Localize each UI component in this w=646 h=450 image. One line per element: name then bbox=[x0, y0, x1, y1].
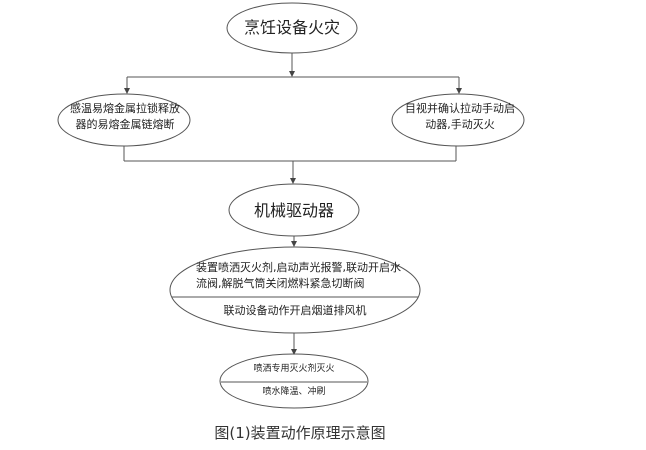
diagram-caption: 图(1)装置动作原理示意图 bbox=[214, 424, 386, 442]
action-ellipse bbox=[169, 246, 421, 334]
driver-node: 机械驱动器 bbox=[253, 201, 334, 220]
action-bottom-node: 联动设备动作开启烟道排风机 bbox=[223, 304, 367, 317]
result-top-node: 喷洒专用灭火剂灭火 bbox=[253, 364, 335, 374]
left-node: 感温易熔金属拉锁释放器的易熔金属链熔断 bbox=[70, 102, 180, 131]
result-bottom-node: 喷水降温、冲刷 bbox=[262, 387, 326, 397]
action-top-node: 装置喷洒灭火剂,启动声光报警,联动开启水流阀,解脱气筒关闭燃料紧急切断阀 bbox=[196, 261, 401, 290]
right-node: 目视并确认拉动手动启动器,手动灭火 bbox=[405, 102, 515, 131]
start-node: 烹饪设备火灾 bbox=[243, 18, 340, 37]
right-ellipse bbox=[391, 93, 525, 147]
result-ellipse bbox=[219, 353, 369, 409]
